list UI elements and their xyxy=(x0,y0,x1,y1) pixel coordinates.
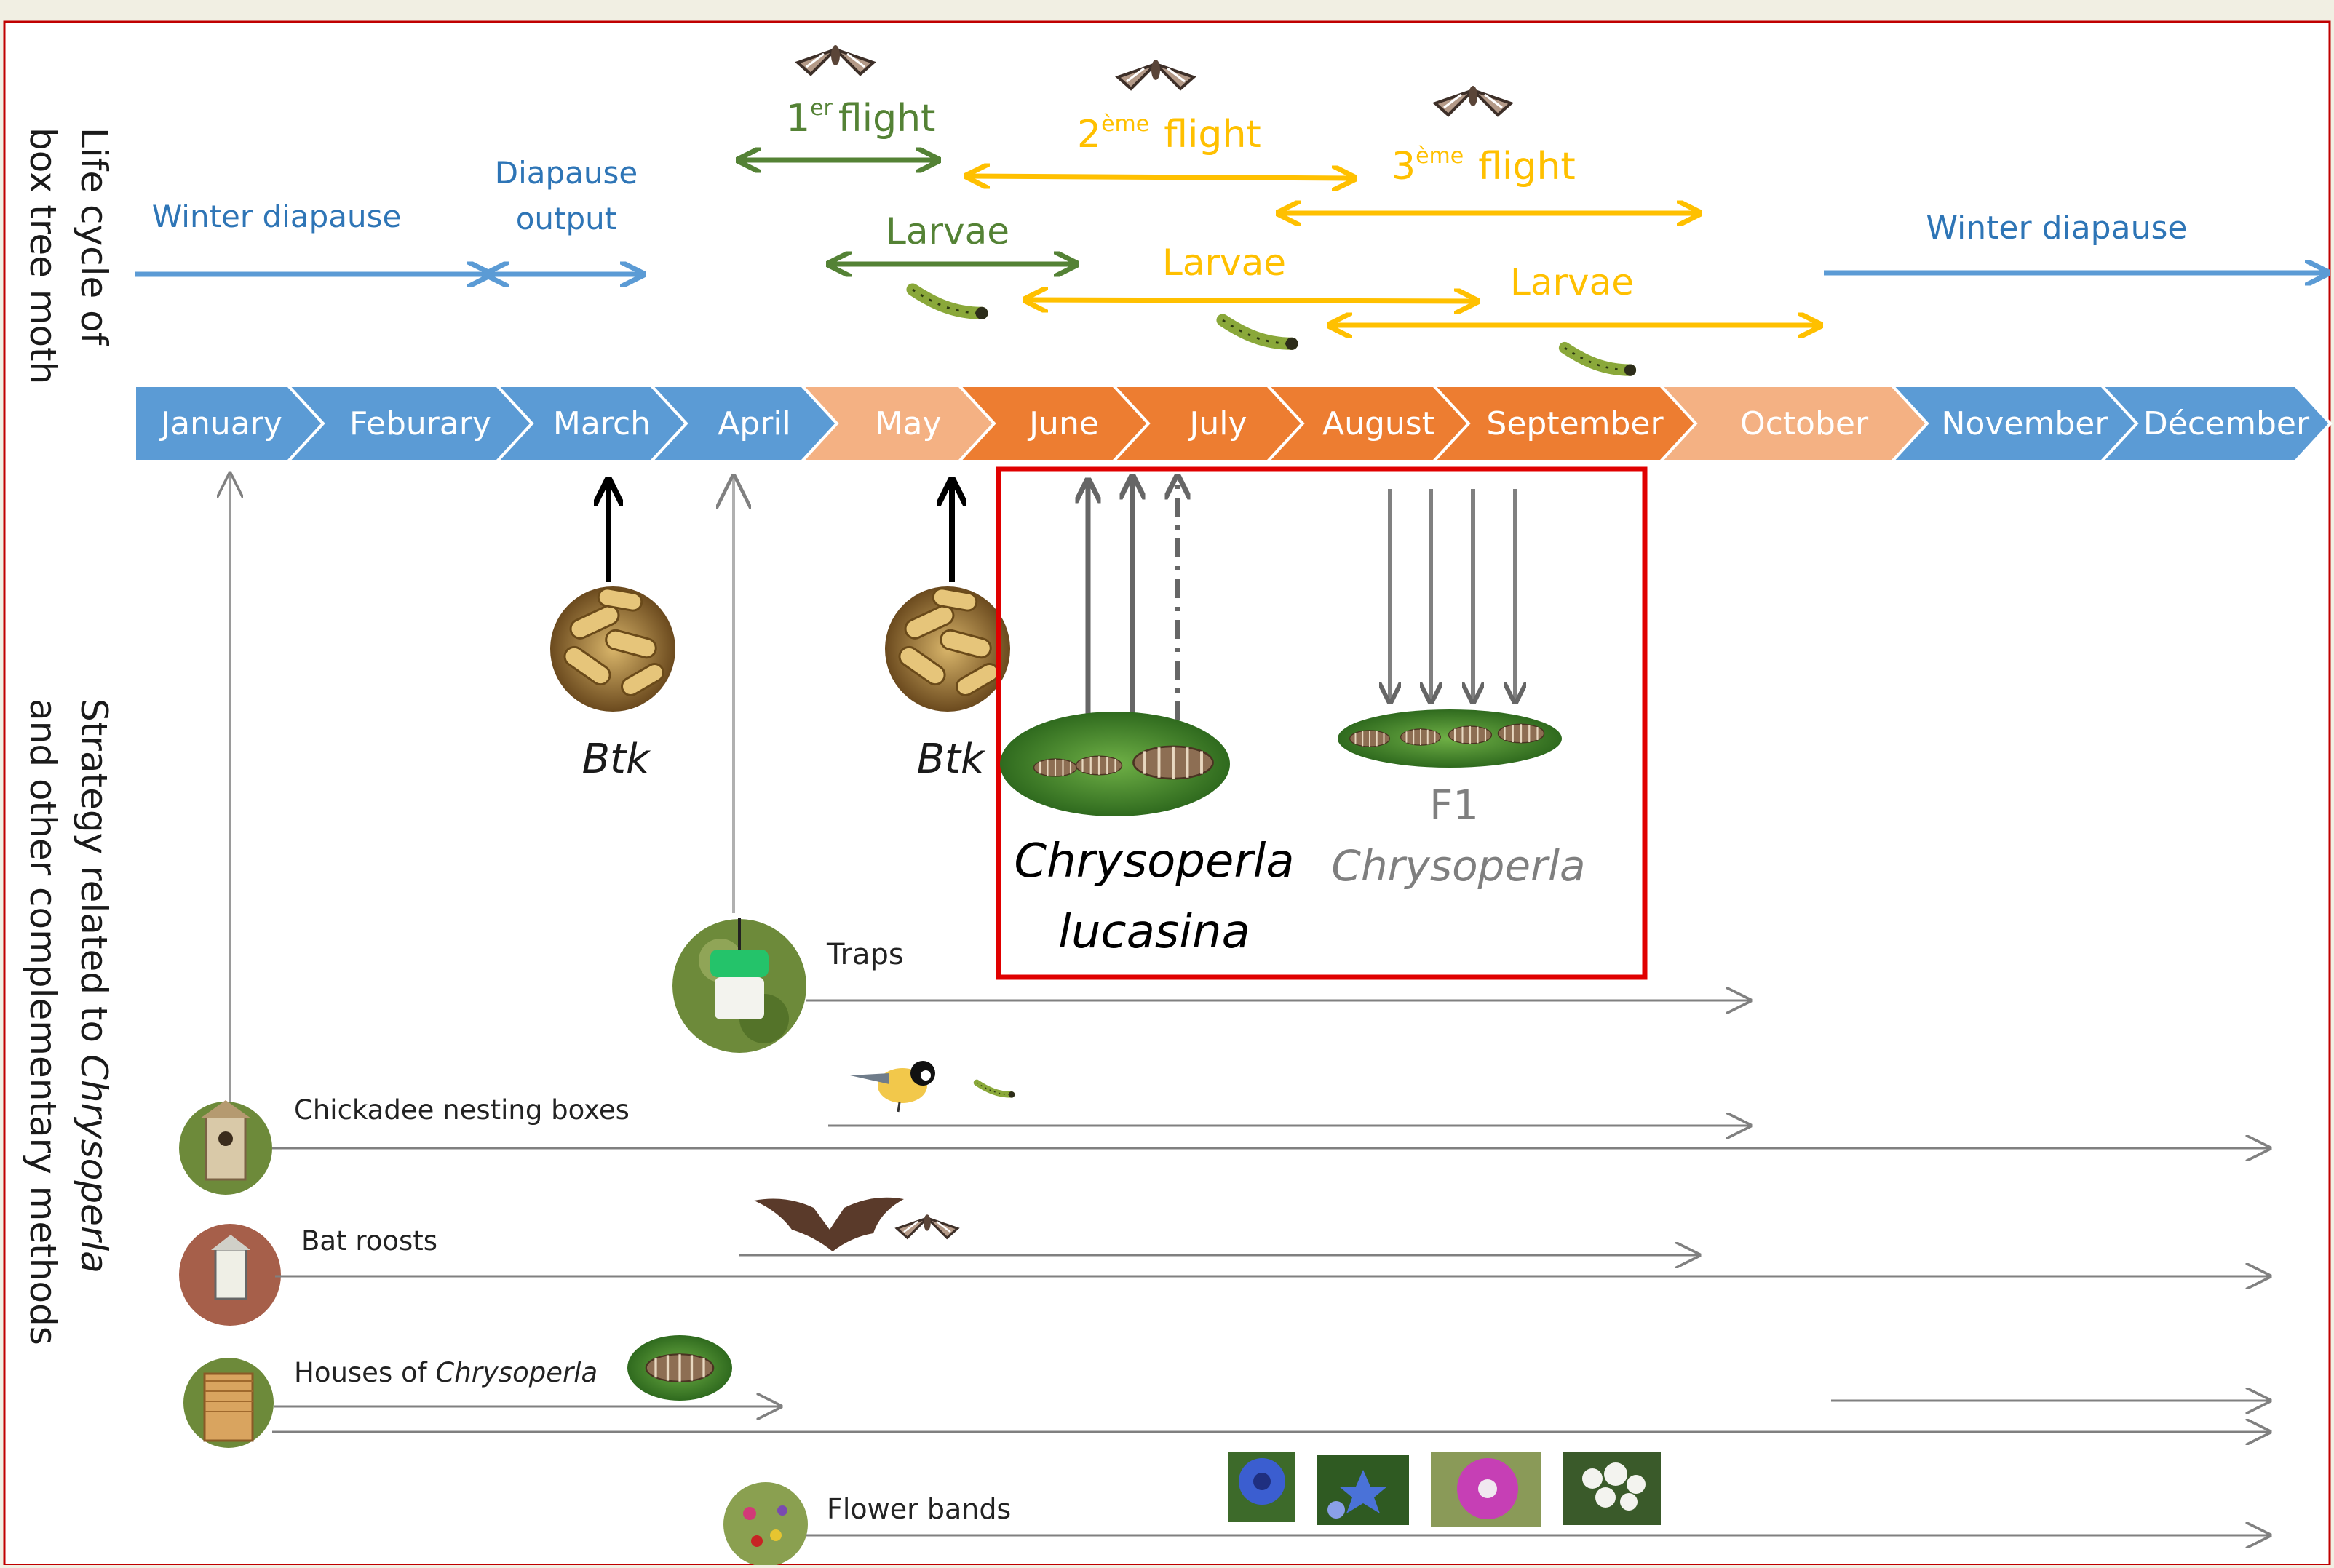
chickadee-label: Chickadee nesting boxes xyxy=(294,1094,630,1126)
trap-icon xyxy=(672,918,806,1053)
month-label: July xyxy=(1187,405,1247,442)
chrysoperla-release-box xyxy=(996,466,1648,980)
month-label: August xyxy=(1322,405,1434,442)
month-label: October xyxy=(1740,405,1869,442)
chrysoperla-lucasina-label-1: Chrysoperla xyxy=(1014,835,1294,888)
bacteria-icon xyxy=(549,585,677,713)
diapause-output-label-1: Diapause xyxy=(495,155,638,191)
month-label: January xyxy=(159,405,282,442)
bacteria-icon xyxy=(884,585,1012,713)
lacewing-larva-icon xyxy=(1448,725,1493,744)
bat-icon xyxy=(754,1197,904,1251)
chrysoperla-lucasina-label-2: lucasina xyxy=(1058,905,1250,959)
cornflower-icon xyxy=(1228,1452,1295,1522)
diapause-output-label-2: output xyxy=(516,201,617,236)
houses-label: Houses of Chrysoperla xyxy=(294,1357,598,1388)
borage-icon xyxy=(1317,1455,1409,1525)
winter-diapause-2-label: Winter diapause xyxy=(1926,210,2188,247)
lacewing-larva-icon xyxy=(1132,744,1215,781)
svg-text:and other complementary method: and other complementary methods xyxy=(22,699,64,1345)
lacewing-larvae-leaf xyxy=(1000,712,1230,816)
bat-roosts-label: Bat roosts xyxy=(301,1225,437,1257)
month-label: June xyxy=(1027,405,1099,442)
winter-diapause-label: Winter diapause xyxy=(152,199,402,234)
month-timeline: January Feburary March April May June July Augu… xyxy=(133,384,2333,463)
lacewing-larva-icon xyxy=(1349,729,1391,748)
month-label: Feburary xyxy=(349,405,491,442)
svg-text:Strategy related to Chrysoperl: Strategy related to Chrysoperla xyxy=(73,699,115,1273)
lacewing-larva-icon xyxy=(645,1353,715,1383)
lacewing-house-icon xyxy=(183,1358,274,1448)
lacewing-larva-icon xyxy=(1033,758,1078,777)
nest-box-icon xyxy=(179,1100,272,1195)
life-cycle-arrows xyxy=(135,160,2325,325)
lacewing-larva-icon xyxy=(1400,728,1442,747)
flight2-arrow xyxy=(969,176,1352,178)
lacewing-larva-icon xyxy=(1075,755,1123,776)
strategy-side-label: Strategy related to Chrysoperla and othe… xyxy=(22,699,115,1345)
month-label: September xyxy=(1486,405,1664,442)
life-cycle-side-label: Life cycle of box tree moth xyxy=(22,127,115,384)
larvae2-arrow xyxy=(1028,300,1474,301)
month-label: March xyxy=(553,405,651,442)
lacewing-larva-icon xyxy=(1497,723,1545,744)
month-label: Décember xyxy=(2143,405,2310,442)
f1-chrysoperla-label: Chrysoperla xyxy=(1331,841,1585,891)
larvae1-label: Larvae xyxy=(886,210,1009,252)
lacewing-larva-leaf-icon xyxy=(627,1335,732,1401)
traps-label: Traps xyxy=(826,938,904,971)
f1-label: F1 xyxy=(1429,782,1479,829)
svg-text:Life cycle of: Life cycle of xyxy=(73,127,115,346)
btk-label-march: Btk xyxy=(582,736,651,783)
month-chevron xyxy=(2098,384,2333,463)
larvae3-label: Larvae xyxy=(1510,261,1634,303)
btk-label-may: Btk xyxy=(917,736,986,783)
month-label: April xyxy=(718,405,791,442)
month-label: November xyxy=(1942,405,2109,442)
top-band xyxy=(0,0,2334,22)
titmouse-icon xyxy=(850,1061,935,1113)
larvae2-label: Larvae xyxy=(1162,242,1286,284)
month-label: May xyxy=(876,405,942,442)
corncockle-icon xyxy=(1431,1452,1541,1527)
bat-roost-icon xyxy=(179,1224,281,1326)
flower-bands-label: Flower bands xyxy=(827,1493,1011,1525)
f1-larvae-leaf xyxy=(1338,709,1562,768)
yarrow-icon xyxy=(1563,1452,1661,1525)
flower-band-icon xyxy=(723,1482,808,1567)
svg-text:box tree moth: box tree moth xyxy=(22,127,64,384)
